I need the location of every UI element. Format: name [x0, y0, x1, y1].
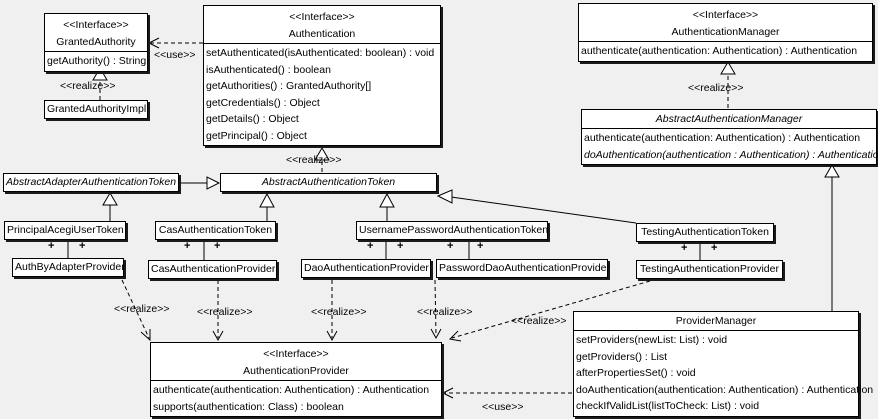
method-label: afterPropertiesSet() : void	[576, 367, 696, 379]
realize-label: <<realize>>	[60, 80, 116, 92]
association-plus-label: +	[447, 240, 454, 252]
class-name: PrincipalAcegiUserToken	[7, 224, 124, 236]
class-testing-authentication-token[interactable]: TestingAuthenticationToken	[636, 223, 774, 242]
association-plus-label: +	[711, 242, 718, 254]
association-plus-label: +	[681, 242, 688, 254]
class-provider-manager[interactable]: ProviderManager setProviders(newList: Li…	[573, 311, 874, 417]
association-plus-label: +	[79, 240, 86, 252]
class-name: PasswordDaoAuthenticationProvider	[439, 262, 611, 274]
class-password-dao-authentication-provider[interactable]: PasswordDaoAuthenticationProvider	[436, 259, 611, 278]
method-label: getCredentials() : Object	[206, 96, 320, 109]
method-label: doAuthentication(authentication: Authent…	[576, 383, 874, 396]
class-authentication[interactable]: <<Interface>> Authentication setAuthenti…	[203, 5, 441, 146]
class-cas-authentication-provider[interactable]: CasAuthenticationProvider	[148, 260, 277, 279]
class-authentication-manager[interactable]: <<Interface>> AuthenticationManager auth…	[578, 3, 873, 62]
association-plus-label: +	[48, 240, 55, 252]
class-name: DaoAuthenticationProvider	[304, 262, 429, 274]
class-username-password-authentication-token[interactable]: UsernamePasswordAuthenticationToken	[356, 221, 548, 240]
use-edge-authentication-grantedauthority	[147, 37, 203, 49]
generalization-edge-casauthenticationtoken-abstractauthenticationtoken	[259, 192, 275, 221]
class-name: ProviderManager	[675, 315, 757, 327]
class-name: AuthByAdapterProvider	[15, 261, 125, 273]
realize-label: <<realize>>	[114, 303, 170, 315]
stereotype-label: <<Interface>>	[692, 9, 759, 21]
method-label: authenticate(authentication: Authenticat…	[584, 132, 861, 144]
association-plus-label: +	[214, 240, 221, 252]
generalization-edge-abstractadapterauthenticationtoken-abstractauthenticationtoken	[179, 176, 221, 190]
class-granted-authority[interactable]: <<Interface>> GrantedAuthority getAuthor…	[44, 13, 148, 72]
class-abstract-adapter-authentication-token[interactable]: AbstractAdapterAuthenticationToken	[3, 173, 179, 192]
method-label: supports(authentication: Class) : boolea…	[153, 400, 344, 413]
generalization-edge-testingauthenticationtoken-abstractauthenticationtoken	[436, 189, 637, 224]
generalization-edge-principalacegiusertoken-abstractadapterauthenticationtoken	[102, 192, 118, 221]
stereotype-label: <<Interface>>	[63, 19, 129, 31]
method-label: isAuthenticated() : boolean	[206, 63, 331, 76]
stereotype-label: <<Interface>>	[263, 348, 329, 360]
class-principal-acegi-user-token[interactable]: PrincipalAcegiUserToken	[4, 221, 126, 240]
class-name: CasAuthenticationToken	[158, 224, 273, 236]
class-cas-authentication-token[interactable]: CasAuthenticationToken	[155, 221, 276, 240]
use-label: <<use>>	[154, 49, 196, 61]
method-label: checkIfValidList(listToCheck: List) : vo…	[576, 400, 760, 412]
association-plus-label: +	[184, 240, 191, 252]
method-label: getPrincipal() : Object	[206, 129, 307, 142]
method-label: setAuthenticated(isAuthenticated: boolea…	[206, 47, 435, 59]
stereotype-label: <<Interface>>	[289, 11, 355, 23]
class-abstract-authentication-token[interactable]: AbstractAuthenticationToken	[220, 173, 437, 192]
class-name: GrantedAuthorityImpl	[47, 103, 147, 115]
realize-label: <<realize>>	[511, 315, 567, 327]
class-name: Authentication	[288, 28, 356, 40]
method-label: doAuthentication(authentication : Authen…	[584, 148, 878, 161]
method-label: authenticate(authentication: Authenticat…	[581, 45, 858, 57]
use-label: <<use>>	[482, 401, 524, 413]
method-label: getDetails() : Object	[206, 113, 299, 125]
class-name: TestingAuthenticationProvider	[640, 263, 779, 275]
realize-label: <<realize>>	[417, 306, 473, 318]
association-plus-label: +	[477, 240, 484, 252]
class-name: TestingAuthenticationToken	[641, 226, 769, 238]
realize-label: <<realize>>	[286, 154, 342, 166]
class-name: UsernamePasswordAuthenticationToken	[359, 224, 549, 236]
association-plus-label: +	[397, 240, 404, 252]
use-edge-providermanager-authenticationprovider	[441, 387, 572, 399]
class-granted-authority-impl[interactable]: GrantedAuthorityImpl	[44, 100, 148, 119]
class-authentication-provider[interactable]: <<Interface>> AuthenticationProvider aut…	[150, 342, 442, 417]
class-abstract-authentication-manager[interactable]: AbstractAuthenticationManager authentica…	[581, 109, 878, 165]
method-label: getAuthorities() : GrantedAuthority[]	[206, 80, 372, 92]
method-label: getProviders() : List	[576, 350, 668, 363]
method-label: getAuthority() : String	[47, 55, 147, 67]
class-name: AbstractAuthenticationManager	[655, 113, 803, 125]
association-plus-label: +	[367, 240, 374, 252]
class-name: AbstractAuthenticationToken	[261, 176, 396, 188]
method-label: authenticate(authentication: Authenticat…	[153, 384, 430, 396]
class-dao-authentication-provider[interactable]: DaoAuthenticationProvider	[301, 259, 431, 278]
class-auth-by-adapter-provider[interactable]: AuthByAdapterProvider	[12, 258, 125, 277]
realize-label: <<realize>>	[197, 306, 253, 318]
generalization-edge-providermanager-abstractauthenticationmanager	[824, 164, 840, 311]
method-label: setProviders(newList: List) : void	[576, 334, 728, 346]
class-name: GrantedAuthority	[56, 36, 136, 48]
class-name: CasAuthenticationProvider	[151, 263, 276, 275]
generalization-edge-usernamepasswordauthenticationtoken-abstractauthenticationtoken	[379, 192, 395, 221]
class-name: AbstractAdapterAuthenticationToken	[6, 176, 177, 188]
class-testing-authentication-provider[interactable]: TestingAuthenticationProvider	[636, 260, 783, 279]
class-name: AuthenticationManager	[671, 26, 780, 38]
realize-label: <<realize>>	[311, 306, 367, 318]
class-name: AuthenticationProvider	[243, 365, 349, 377]
realize-label: <<realize>>	[688, 82, 744, 94]
